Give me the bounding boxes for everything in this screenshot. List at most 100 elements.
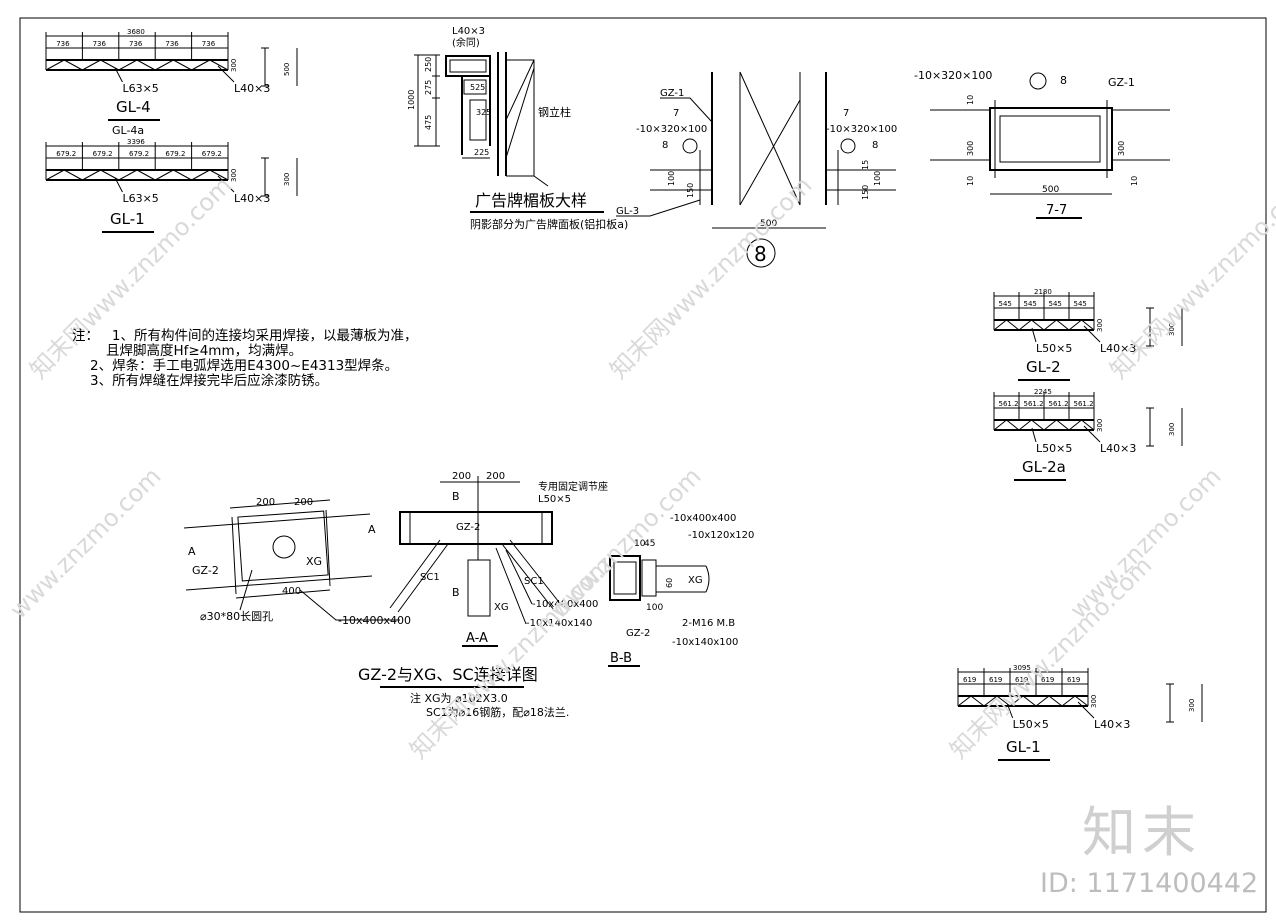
truss-span-dim: 545 (1049, 300, 1062, 308)
d8-dim-100-left: 100 (667, 171, 676, 186)
aa-d200-a: 200 (452, 471, 471, 482)
truss-web-label: L40×3 (234, 192, 270, 205)
bb-xg: XG (688, 575, 703, 586)
truss-web-label: L40×3 (234, 82, 270, 95)
aa-seat: 专用固定调节座 (538, 480, 608, 493)
general-notes: 注： 1、所有构件间的连接均采用焊接，以最薄板为准， 且焊脚高度Hf≥4mm，均… (72, 329, 417, 389)
d8-weld-size-left: 8 (662, 140, 668, 151)
truss-span-dim: 561.2 (1024, 400, 1044, 408)
sign-dim-275: 275 (424, 80, 433, 95)
note-line-1: 1、所有构件间的连接均采用焊接，以最薄板为准， (111, 328, 418, 344)
bb-d60: 60 (665, 578, 674, 588)
d8-dim-150-left: 150 (686, 183, 695, 198)
bb-bolt: 2-M16 M.B (682, 618, 735, 629)
sign-dim-1000: 1000 (407, 90, 416, 110)
brand-watermark: 知末 (1082, 801, 1202, 864)
steel-column-label: 钢立柱 (538, 105, 571, 119)
s77-gz1: GZ-1 (1108, 76, 1135, 89)
d8-plate-left: -10×320×100 (636, 124, 707, 135)
truss-span-dim: 736 (93, 40, 107, 48)
truss-span-dim: 679.2 (56, 150, 76, 158)
aa-plate1: -10x400x400 (532, 599, 598, 610)
watermarks: 知末网www.znzmo.com 知末网www.znzmo.com 知末网www… (4, 171, 1276, 764)
truss-span-dim: 545 (999, 300, 1012, 308)
aa-sc1-right: SC1 (524, 576, 544, 587)
section-7-7: -10×320×100 8 GZ-1 300 300 10 10 10 500 … (914, 69, 1170, 219)
truss-gl4 (45, 32, 298, 121)
truss-chord-label: L50×5 (1013, 718, 1049, 731)
s77-d10-bot-left: 10 (966, 176, 975, 186)
note-line-2: 且焊脚高度Hf≥4mm，均满焊。 (106, 343, 303, 359)
truss-name: GL-4 (116, 98, 151, 116)
truss-span-dim: 736 (202, 40, 216, 48)
connection-title: GZ-2与XG、SC连接详图 (358, 665, 538, 684)
cp-d200-a: 200 (256, 497, 275, 508)
sign-angle-note: (余同) (452, 36, 480, 49)
s77-h-left: 300 (966, 141, 975, 156)
d8-gl3-label: GL-3 (616, 206, 639, 217)
section-b-b-title: B-B (610, 651, 632, 666)
truss-span-dim: 679.2 (129, 150, 149, 158)
truss-gl2a (993, 392, 1183, 481)
truss-total-dim: 3680 (127, 28, 145, 36)
cp-d400: 400 (282, 586, 301, 597)
watermark-diag-3: 知末网www.znzmo.com (1104, 171, 1276, 384)
aa-cut-b-top: B (452, 490, 460, 503)
truss-span-dim: 679.2 (93, 150, 113, 158)
truss-side-height: 300 (1188, 699, 1196, 712)
cp-slot-note: ⌀30*80长圆孔 (200, 610, 273, 623)
d8-gz1-label: GZ-1 (660, 88, 684, 99)
signboard-title: 广告牌楣板大样 (475, 191, 587, 210)
truss-web-label: L40×3 (1094, 718, 1130, 731)
truss-chord-label: L63×5 (122, 192, 158, 205)
bb-plate3: -10x140x100 (672, 637, 738, 648)
section-a-a-title: A-A (466, 631, 488, 646)
truss-name: GL-2 (1026, 358, 1061, 376)
connection-note-2: SC1为⌀16钢筋，配⌀18法兰. (426, 705, 569, 719)
truss-chord-label: L50×5 (1036, 442, 1072, 455)
truss-total-dim: 3396 (127, 138, 145, 146)
truss-span-dim: 561.2 (1074, 400, 1094, 408)
aa-cut-b-bottom: B (452, 586, 460, 599)
s77-width: 500 (1042, 185, 1059, 195)
aa-d200-b: 200 (486, 471, 505, 482)
bb-plate1: -10x400x400 (670, 513, 736, 524)
note-line-3: 2、焊条：手工电弧焊选用E4300~E4313型焊条。 (90, 358, 399, 374)
detail-8: GZ-1 7 -10×320×100 8 7 -10×320×100 8 100… (616, 71, 897, 268)
bb-gz2: GZ-2 (626, 628, 650, 639)
drawing-border (19, 17, 1267, 913)
truss-total-dim: 2180 (1034, 288, 1052, 296)
sign-dim-250: 250 (424, 57, 433, 72)
connection-note-1: 注 XG为 ⌀102X3.0 (410, 691, 508, 705)
truss-total-dim: 2245 (1034, 388, 1052, 396)
truss-chord-label: L63×5 (122, 82, 158, 95)
truss-name: GL-1 (110, 210, 145, 228)
section-b-b: -10x400x400 -10x120x120 10 45 XG 60 100 … (608, 513, 754, 667)
truss-span-dim: 736 (129, 40, 143, 48)
truss-side-height: 300 (1168, 423, 1176, 436)
truss-total-dim: 3095 (1013, 664, 1031, 672)
sign-dim-525: 525 (470, 83, 485, 92)
truss-name: GL-1 (1006, 738, 1041, 756)
truss-span-dim: 561.2 (1049, 400, 1069, 408)
truss-gl1_top (45, 142, 298, 233)
watermark-diag-2: 知末网www.znzmo.com (604, 171, 817, 384)
d8-plate-right: -10×320×100 (826, 124, 897, 135)
aa-angle: L50×5 (538, 494, 571, 505)
truss-side-height: 300 (283, 173, 291, 186)
truss-height-dim: 300 (1096, 319, 1104, 332)
s77-plate: -10×320×100 (914, 69, 992, 82)
truss-side-height: 300 (1168, 323, 1176, 336)
note-line-4: 3、所有焊缝在焊接完毕后应涂漆防锈。 (90, 373, 329, 389)
section-7-7-title: 7-7 (1046, 203, 1067, 218)
watermark-url-1: www.znzmo.com (4, 462, 166, 624)
aa-xg: XG (494, 602, 509, 613)
watermark-diag-4: 知末网www.znzmo.com (404, 551, 617, 764)
bb-weld: 10 (634, 539, 646, 549)
truss-chord-label: L50×5 (1036, 342, 1072, 355)
truss-span-dim: 679.2 (202, 150, 222, 158)
d8-dim-15-right: 15 (861, 160, 870, 170)
sign-dim-475: 475 (424, 115, 433, 130)
